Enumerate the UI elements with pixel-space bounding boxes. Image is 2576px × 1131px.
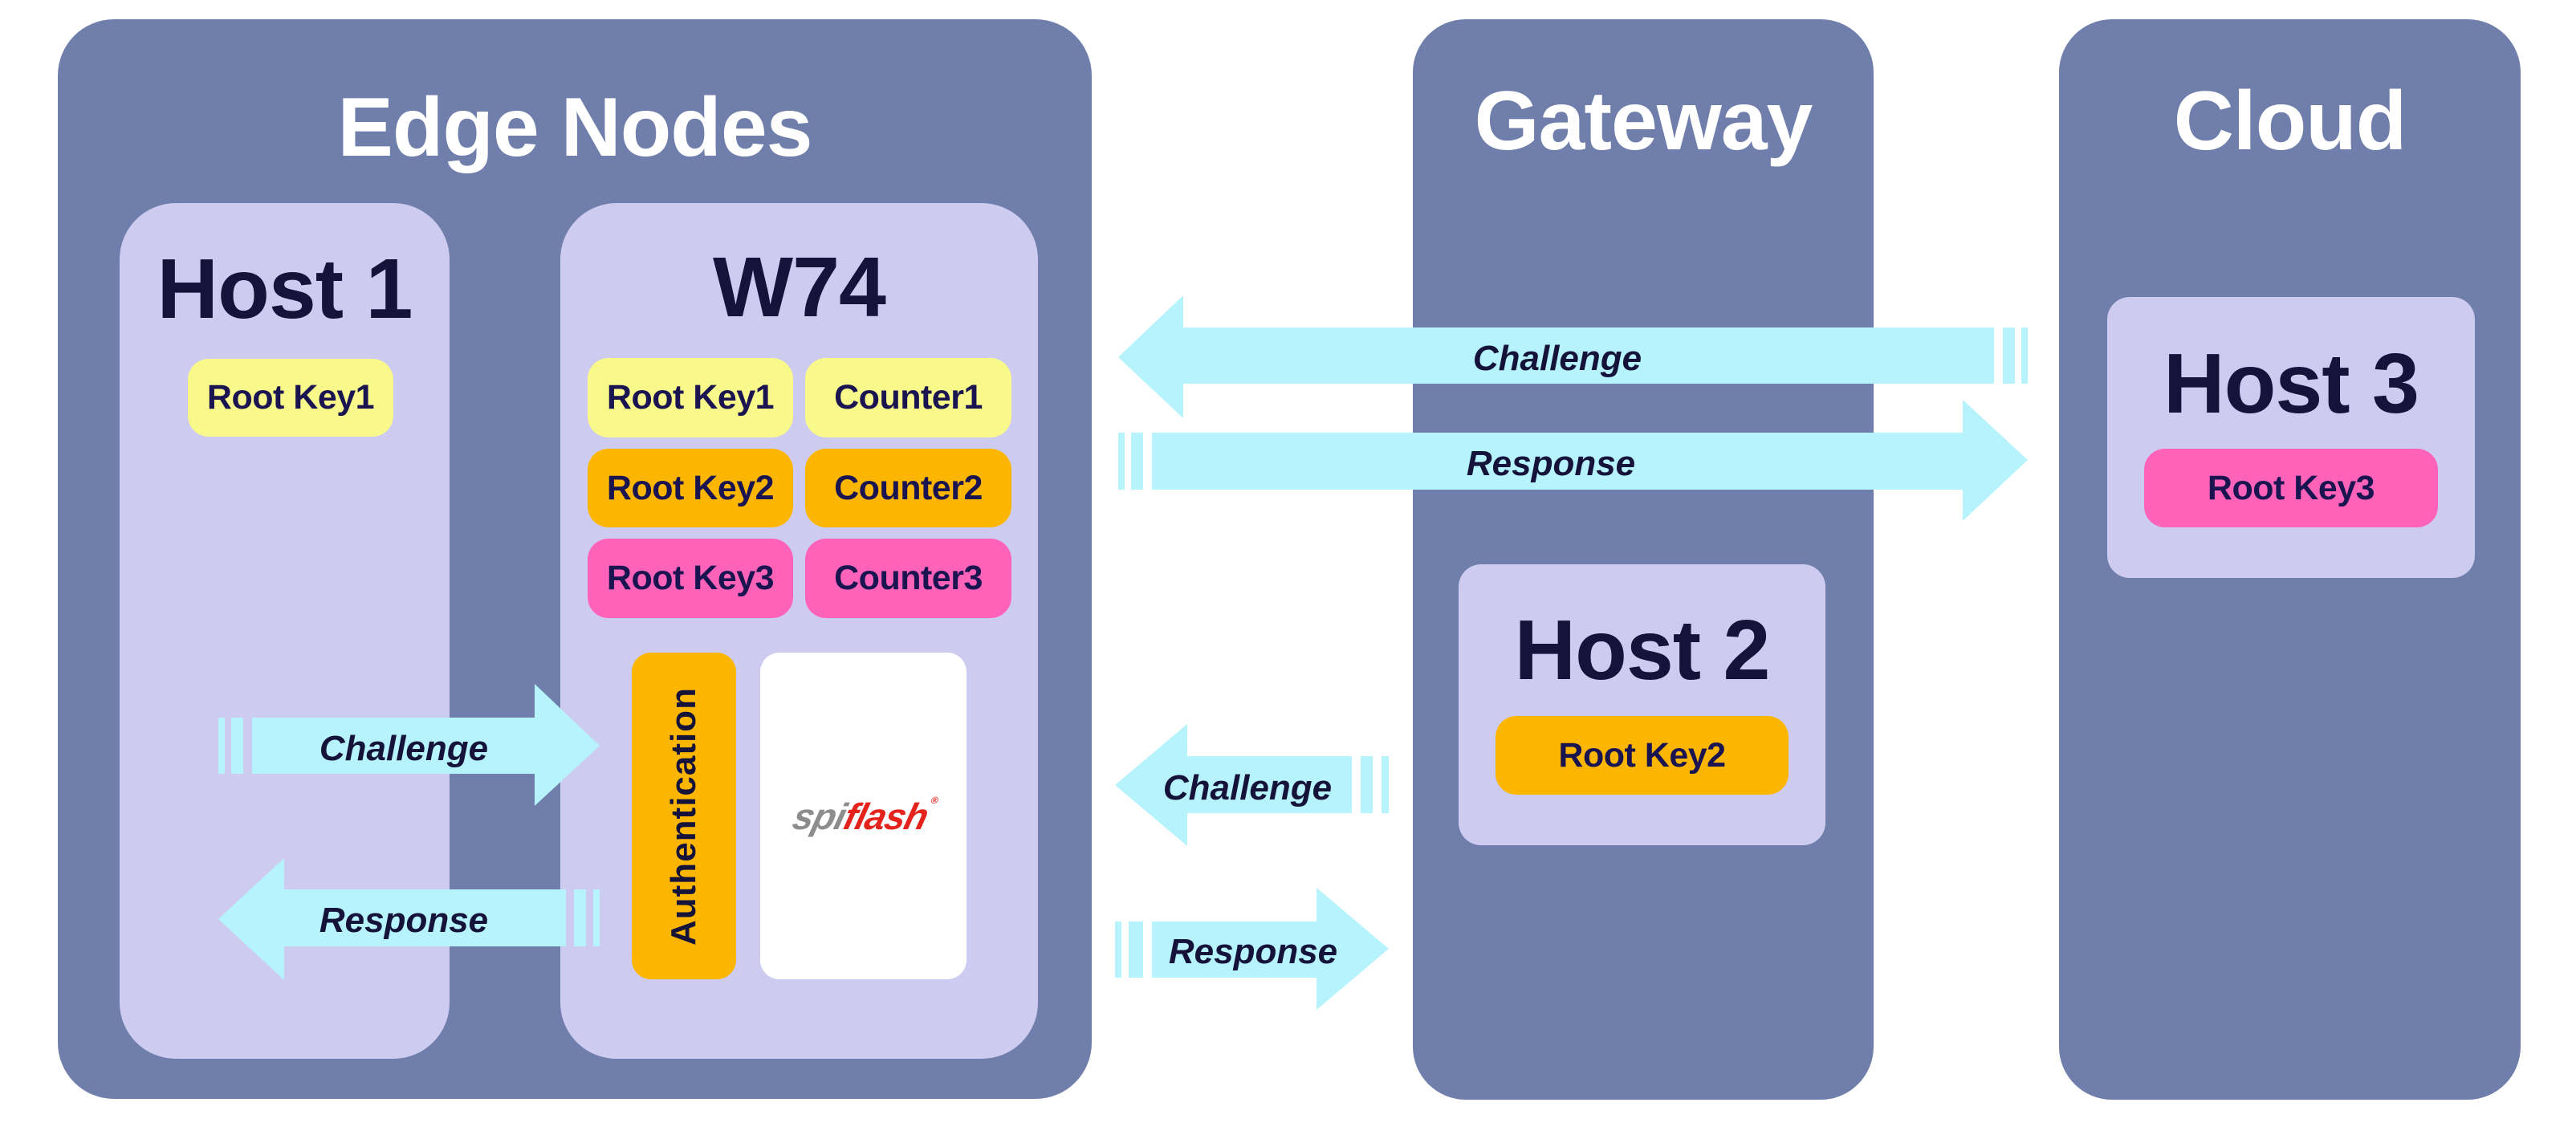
host3-box: Host 3 — [2107, 297, 2475, 578]
edge-response-label: Response — [319, 901, 489, 940]
w74-root-key2: Root Key2 — [588, 449, 793, 527]
host2-box: Host 2 — [1459, 564, 1825, 845]
w74-root-key3: Root Key3 — [588, 539, 793, 618]
cloud-response-arrow — [1118, 400, 2028, 521]
gateway-title: Gateway — [1474, 75, 1813, 168]
host3-root-key3: Root Key3 — [2144, 449, 2438, 527]
host2-root-key2: Root Key2 — [1496, 716, 1789, 795]
cloud-challenge-arrow — [1118, 295, 2028, 418]
gateway-challenge-label: Challenge — [1162, 768, 1333, 808]
w74-title: W74 — [713, 240, 886, 335]
gateway-challenge-arrow — [1115, 724, 1389, 846]
host1-title: Host 1 — [157, 242, 413, 336]
w74-counter1: Counter1 — [805, 358, 1011, 437]
cloud-title: Cloud — [2173, 75, 2407, 168]
cloud-response-label: Response — [1466, 444, 1636, 483]
w74-counter3: Counter3 — [805, 539, 1011, 618]
w74-counter2: Counter2 — [805, 449, 1011, 527]
edge-challenge-arrow — [218, 684, 600, 806]
host1-root-key1: Root Key1 — [188, 359, 393, 437]
edge-challenge-label: Challenge — [319, 729, 489, 768]
host3-title: Host 3 — [2163, 336, 2419, 431]
gateway-response-arrow — [1115, 888, 1389, 1010]
host2-title: Host 2 — [1514, 603, 1771, 698]
gateway-panel: Gateway — [1413, 19, 1874, 1100]
spiflash-card: spiflash® — [760, 653, 967, 979]
edge-nodes-title: Edge Nodes — [337, 81, 813, 174]
w74-root-key1: Root Key1 — [588, 358, 793, 437]
authentication-block: Authentication — [632, 653, 736, 979]
gateway-response-label: Response — [1168, 932, 1338, 971]
edge-response-arrow — [218, 858, 600, 980]
cloud-challenge-label: Challenge — [1472, 339, 1642, 378]
